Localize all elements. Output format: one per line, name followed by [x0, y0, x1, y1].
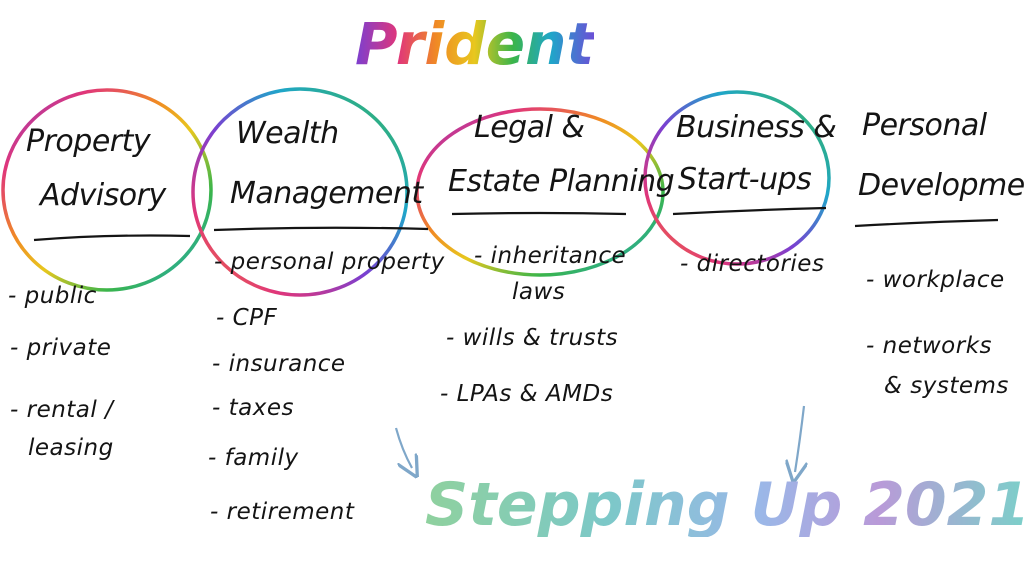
item-workplace: - workplace: [866, 267, 1005, 293]
item-networks: - networks: [866, 333, 992, 359]
heading-personal-development-line2: Development: [858, 168, 1024, 203]
underline-legal-estate: [451, 211, 627, 216]
item-wills-trusts: - wills & trusts: [446, 325, 619, 351]
heading-wealth-management-line2: Management: [230, 176, 423, 211]
heading-legal-estate-line1: Legal &: [474, 110, 585, 145]
circle-property-advisory: [1, 88, 213, 292]
diagram-title: Prident: [355, 10, 595, 78]
item-public: - public: [8, 283, 97, 309]
circle-legal-estate: [415, 107, 665, 277]
item-retirement: - retirement: [210, 499, 355, 525]
item-systems: & systems: [884, 373, 1009, 399]
circle-wealth-management: [191, 87, 409, 297]
item-cpf: - CPF: [216, 305, 278, 331]
item-laws: laws: [512, 279, 566, 305]
item-directories: - directories: [680, 251, 825, 277]
heading-personal-development-line1: Personal: [862, 108, 987, 143]
underline-property-advisory: [33, 234, 191, 242]
item-insurance: - insurance: [212, 351, 346, 377]
underline-business-startups: [672, 206, 827, 216]
footer-stepping-up: Stepping Up 2021: [425, 474, 1024, 537]
underline-personal-development: [854, 218, 999, 228]
item-inheritance: - inheritance: [474, 243, 627, 269]
heading-property-advisory-line2: Advisory: [40, 178, 166, 213]
heading-business-startups-line2: Start-ups: [678, 162, 812, 197]
heading-property-advisory-line1: Property: [26, 124, 151, 159]
item-lpas-amds: - LPAs & AMDs: [440, 381, 614, 407]
heading-legal-estate-line2: Estate Planning: [448, 164, 675, 199]
item-leasing: leasing: [28, 435, 114, 461]
underline-wealth-management: [213, 226, 429, 232]
circle-business-startups: [643, 90, 831, 266]
item-private: - private: [10, 335, 112, 361]
heading-wealth-management-line1: Wealth: [236, 116, 339, 151]
item-taxes: - taxes: [212, 395, 294, 421]
arrow-right: [795, 405, 804, 472]
heading-business-startups-line1: Business &: [676, 110, 837, 145]
item-family: - family: [208, 445, 299, 471]
item-personal-property: - personal property: [214, 249, 445, 275]
item-rental: - rental /: [10, 397, 114, 423]
arrow-left: [394, 427, 412, 468]
